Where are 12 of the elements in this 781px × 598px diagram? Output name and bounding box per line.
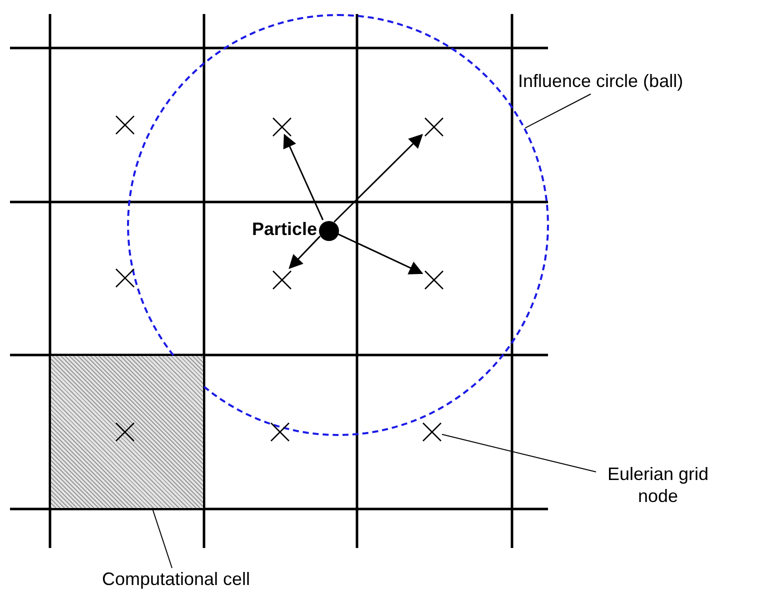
arrow [334, 134, 423, 223]
callout-text: Influence circle (ball) [518, 70, 710, 94]
arrow [288, 236, 321, 269]
leader-line [442, 434, 596, 472]
leader-line [152, 508, 172, 568]
leader-line [524, 94, 592, 128]
arrow [336, 232, 424, 274]
particle-label: Particle [252, 218, 317, 240]
shaded-cell [51, 356, 203, 508]
callout-text: Eulerian grid node [596, 463, 720, 511]
arrow [283, 134, 324, 220]
callout-text: Computational cell [86, 568, 266, 592]
